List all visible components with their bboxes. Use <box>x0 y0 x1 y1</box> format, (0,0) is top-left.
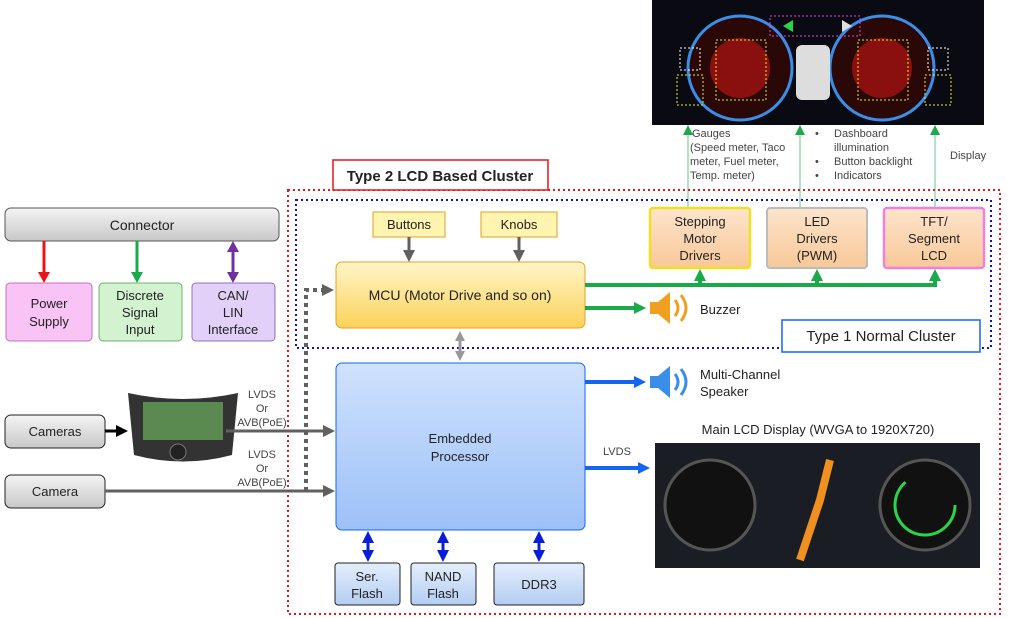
svg-text:•: • <box>815 156 819 168</box>
speaker-label-2: Speaker <box>700 384 749 399</box>
nand-flash-label-1: NAND <box>425 569 462 584</box>
type2-title: Type 2 LCD Based Cluster <box>347 168 534 185</box>
svg-text:Or: Or <box>256 403 269 415</box>
type2-cluster-boundary <box>287 189 1001 615</box>
svg-text:Indicators: Indicators <box>834 170 882 182</box>
buttons-label: Buttons <box>387 217 432 232</box>
link-label-2: LVDS Or AVB(PoE) <box>237 449 286 489</box>
type1-title-box <box>781 319 981 353</box>
connector-label: Connector <box>110 217 175 233</box>
tft-segment-lcd-box <box>882 206 986 270</box>
power-supply-label: Power <box>31 296 69 311</box>
ddr3-box <box>493 562 585 606</box>
led-label-3: (PWM) <box>797 248 837 263</box>
tft-label-3: LCD <box>921 248 947 263</box>
cameras-label: Cameras <box>29 424 82 439</box>
camera-label: Camera <box>32 484 79 499</box>
mcu-label: MCU (Motor Drive and so on) <box>369 287 552 303</box>
ser-flash-box <box>334 562 401 606</box>
svg-text:AVB(PoE): AVB(PoE) <box>237 417 286 429</box>
svg-text:•: • <box>815 170 819 182</box>
svg-text:meter, Fuel meter,: meter, Fuel meter, <box>690 156 779 168</box>
lvds-label: LVDS <box>603 446 631 458</box>
discrete-signal-label-3: Input <box>126 322 155 337</box>
nand-flash-label-2: Flash <box>427 586 459 601</box>
svg-text:(Speed meter, Taco: (Speed meter, Taco <box>690 142 785 154</box>
main-lcd-title: Main LCD Display (WVGA to 1920X720) <box>702 422 935 437</box>
power-supply-label-2: Supply <box>29 314 69 329</box>
head-unit-image <box>128 393 238 462</box>
processor-label-2: Processor <box>431 449 490 464</box>
dotted-camera-to-mcu <box>304 288 324 491</box>
svg-text:LVDS: LVDS <box>248 389 276 401</box>
can-lin-label-3: Interface <box>208 322 259 337</box>
ser-flash-label-2: Flash <box>351 586 383 601</box>
multi-channel-speaker-icon <box>650 366 688 398</box>
svg-text:Temp. meter): Temp. meter) <box>690 170 755 182</box>
svg-text:•: • <box>815 128 819 140</box>
discrete-signal-label-2: Signal <box>122 305 158 320</box>
knobs-label: Knobs <box>501 217 538 232</box>
mcu-box <box>335 261 586 329</box>
ser-flash-label-1: Ser. <box>355 569 378 584</box>
annotation-display: Display <box>950 150 987 162</box>
svg-text:illumination: illumination <box>834 142 889 154</box>
instrument-cluster-image <box>652 0 984 125</box>
led-label-2: Drivers <box>796 231 838 246</box>
processor-label-1: Embedded <box>429 431 492 446</box>
buzzer-label: Buzzer <box>700 302 741 317</box>
led-drivers-box <box>766 207 868 269</box>
type1-cluster-boundary <box>295 199 992 349</box>
led-label-1: LED <box>804 214 829 229</box>
can-lin-label-2: LIN <box>223 305 243 320</box>
stepping-label-2: Motor <box>683 231 717 246</box>
annotation-leds: • Dashboard illumination • Button backligh… <box>815 128 912 182</box>
embedded-processor-box <box>335 362 586 531</box>
svg-text:Dashboard: Dashboard <box>834 128 888 140</box>
discrete-signal-label: Discrete <box>116 288 164 303</box>
can-lin-box <box>191 282 276 342</box>
nand-flash-box <box>410 562 477 606</box>
ddr3-label: DDR3 <box>521 577 556 592</box>
discrete-signal-box <box>98 282 183 342</box>
link-label-1: LVDS Or AVB(PoE) <box>237 389 286 429</box>
svg-text:LVDS: LVDS <box>248 449 276 461</box>
power-supply-box <box>5 282 93 342</box>
stepping-motor-drivers-box <box>648 206 752 270</box>
stepping-label-3: Drivers <box>679 248 721 263</box>
annotation-gauges: Gauges (Speed meter, Taco meter, Fuel me… <box>690 128 785 182</box>
buzzer-speaker-icon <box>650 292 688 324</box>
main-lcd-display-image <box>655 443 980 568</box>
type2-title-box <box>332 159 549 191</box>
type1-title: Type 1 Normal Cluster <box>806 328 955 345</box>
buttons-box <box>372 211 446 238</box>
svg-text:Gauges: Gauges <box>692 128 731 140</box>
tft-label-1: TFT/ <box>920 214 948 229</box>
speaker-label-1: Multi-Channel <box>700 367 780 382</box>
connector-box <box>4 207 280 242</box>
can-lin-label: CAN/ <box>217 288 248 303</box>
stepping-label-1: Stepping <box>674 214 725 229</box>
svg-text:AVB(PoE): AVB(PoE) <box>237 477 286 489</box>
tft-label-2: Segment <box>908 231 960 246</box>
svg-text:Button backlight: Button backlight <box>834 156 912 168</box>
svg-text:Or: Or <box>256 463 269 475</box>
